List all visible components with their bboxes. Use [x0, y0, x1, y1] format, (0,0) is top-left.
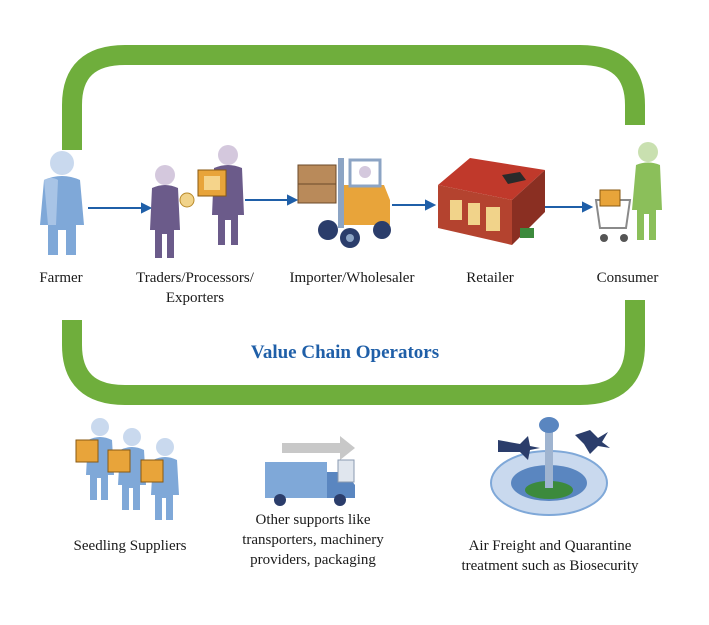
label-air-freight: Air Freight and Quarantine treatment suc…: [461, 538, 639, 574]
suppliers-group-icon: [75, 418, 179, 520]
forklift-icon: [297, 158, 391, 248]
delivery-truck-icon: [265, 436, 355, 506]
arrow-head-1: [141, 202, 153, 214]
farmer-person-icon: [40, 151, 84, 255]
store-icon: [438, 158, 545, 245]
arrow-head-3: [425, 199, 437, 211]
loop-bottom-arc: [62, 300, 645, 405]
arrow-head-2: [287, 194, 299, 206]
trader-with-crate-icon: [150, 145, 244, 258]
shopper-with-cart-icon: [594, 142, 662, 242]
diagram-title: Value Chain Operators: [250, 342, 440, 363]
label-other-supports: Other supports like transporters, machin…: [242, 512, 384, 568]
loop-top-arc: [62, 45, 645, 150]
label-importer: Importer/Wholesaler: [289, 270, 415, 286]
label-retailer: Retailer: [466, 270, 514, 286]
label-seedling-suppliers: Seedling Suppliers: [73, 538, 187, 554]
airport-tower-icon: [490, 417, 610, 516]
label-farmer: Farmer: [39, 270, 83, 286]
flow-arrows: [88, 194, 594, 214]
arrow-head-4: [582, 201, 594, 213]
label-traders: Traders/Processors/ Exporters: [136, 270, 254, 306]
label-consumer: Consumer: [596, 270, 659, 286]
